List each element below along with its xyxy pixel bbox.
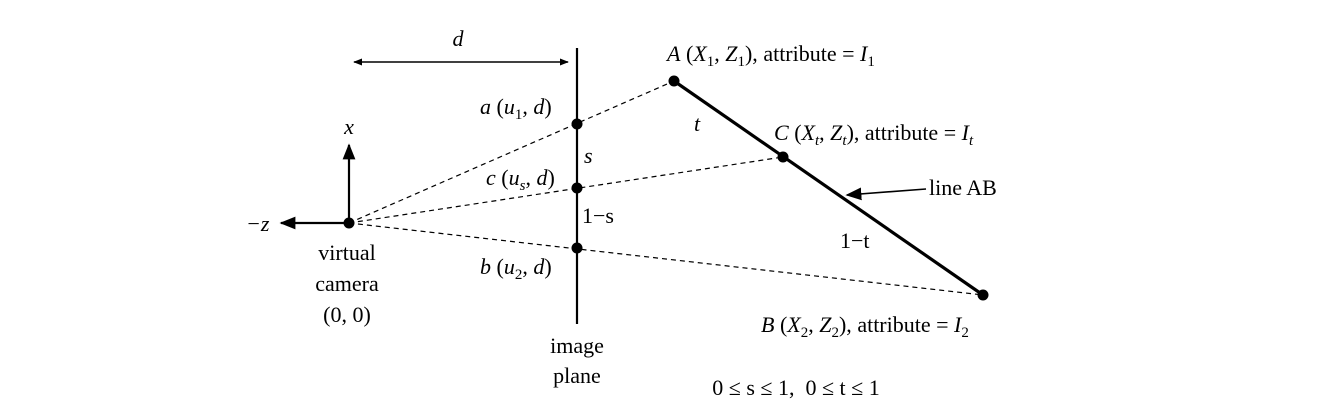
label-point-A: A (X1, Z1), attribute = I1 [665, 41, 875, 70]
point-B [977, 289, 989, 301]
label-point-C: C (Xt, Zt), attribute = It [774, 120, 974, 149]
label-point-B: B (X2, Z2), attribute = I2 [761, 312, 969, 341]
z-axis-label: −z [246, 211, 270, 236]
point-a-proj [571, 118, 583, 130]
label-b-proj: b (u2, d) [480, 254, 552, 283]
line-ab-label: line AB [929, 175, 997, 200]
one-minus-s-label: 1−s [582, 203, 614, 228]
label-c-proj: c (us, d) [486, 165, 555, 194]
label-a-proj: a (u1, d) [480, 94, 552, 123]
point-camera [343, 217, 355, 229]
point-b-proj [571, 242, 583, 254]
distance-d-label: d [453, 26, 465, 51]
constraint-label: 0 ≤ s ≤ 1, 0 ≤ t ≤ 1 [712, 375, 879, 400]
ray-camera-to-C [348, 156, 784, 224]
camera-label-line2: camera [315, 271, 379, 296]
point-C [777, 151, 789, 163]
s-label: s [584, 143, 593, 168]
x-axis-label: x [343, 114, 354, 139]
line-ab [673, 79, 984, 297]
line-ab-pointer [845, 187, 927, 201]
ray-camera-to-B [348, 222, 984, 296]
point-A [668, 75, 680, 87]
point-c-proj [571, 182, 583, 194]
one-minus-t-label: 1−t [840, 228, 870, 253]
camera-label-line3: (0, 0) [323, 302, 371, 327]
image-plane-label-line2: plane [553, 363, 601, 388]
camera-label-line1: virtual [318, 240, 375, 265]
t-label: t [694, 111, 701, 136]
image-plane-label-line1: image [550, 333, 604, 358]
